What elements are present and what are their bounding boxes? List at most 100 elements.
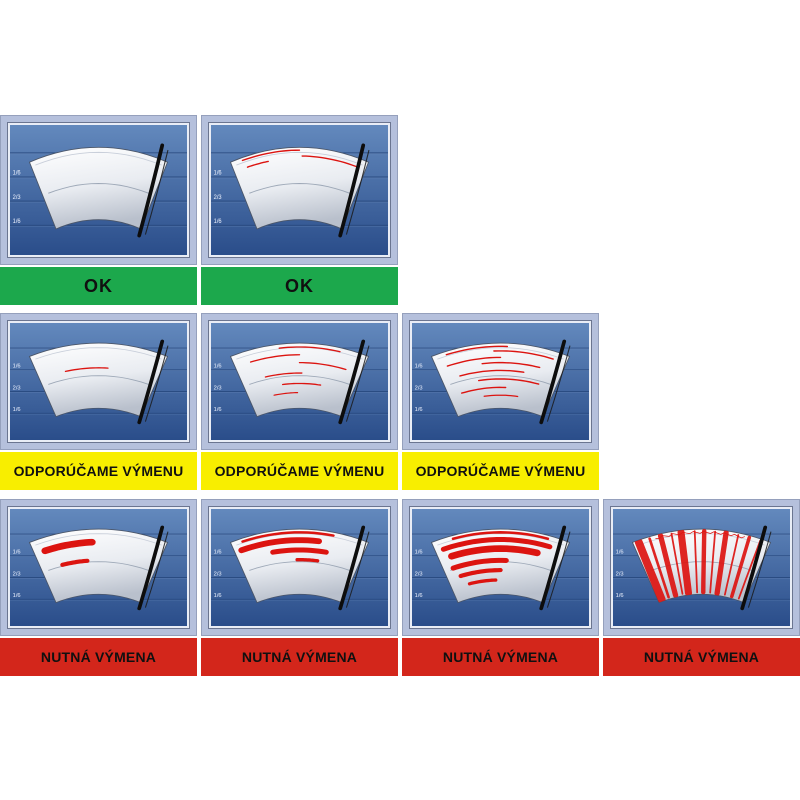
wiper-blade (740, 525, 768, 611)
level-label: 1/6 (13, 171, 22, 177)
wiper-blade-edge (144, 531, 169, 608)
level-label: 2/3 (214, 572, 222, 578)
wear-streak (450, 557, 509, 571)
wear-vertical-streak (648, 537, 670, 599)
wiper-blade-edge (144, 345, 169, 422)
level-label: 2/3 (214, 195, 223, 201)
level-label: 1/6 (415, 593, 423, 599)
wear-streak (458, 568, 503, 579)
status-banner-label: NUTNÁ VÝMENA (442, 649, 559, 665)
wiper-blade (539, 339, 567, 425)
sweep-top-edge-line (35, 533, 162, 546)
level-label: 1/6 (214, 219, 223, 225)
wiper-blade (338, 525, 366, 611)
wear-vertical-streak (670, 532, 684, 595)
wiper-blade-edge (144, 149, 169, 235)
wear-streak (273, 392, 299, 396)
status-banner-label: ODPORÚČAME VÝMENU (415, 463, 586, 479)
status-banner-label: ODPORÚČAME VÝMENU (214, 463, 385, 479)
wiper-sweep-graphic: 1/62/31/6 (412, 323, 589, 440)
sweep-top-edge-line (236, 533, 363, 546)
level-label: 1/6 (13, 550, 21, 556)
status-banner-label: NUTNÁ VÝMENA (643, 649, 760, 665)
wear-streak (446, 356, 502, 367)
wear-streaks (241, 149, 357, 168)
wear-vertical-streak (729, 535, 752, 599)
status-banner-label: ODPORÚČAME VÝMENU (13, 463, 184, 479)
level-label: 1/6 (616, 550, 624, 556)
status-banner: OK (201, 267, 398, 305)
wiper-blade (338, 339, 366, 425)
wear-streak (483, 394, 519, 398)
wiper-blade-edge (345, 531, 370, 608)
wear-vertical-streak (657, 533, 679, 598)
wiper-blade (539, 525, 567, 611)
wiper-sweep-graphic: 1/62/31/6 (211, 125, 388, 255)
wear-streak (460, 386, 507, 394)
wear-vertical-streak (723, 534, 740, 596)
sweep-mid-line (249, 561, 350, 571)
wiper-test-screen: 1/6 2/3 1/6 (410, 507, 591, 628)
wear-streak (451, 531, 550, 541)
wiper-sweep-graphic: 1/62/31/6 (613, 509, 790, 626)
wiper-sweep-graphic: 1/62/31/6 (211, 323, 388, 440)
level-label: 1/6 (13, 593, 21, 599)
wear-streak (477, 378, 540, 385)
wiper-sweep (229, 528, 370, 604)
wear-streaks (238, 531, 335, 563)
level-label: 1/6 (415, 364, 423, 370)
wear-streak (278, 346, 341, 353)
wear-streak (64, 367, 109, 373)
wear-streaks (440, 531, 553, 586)
wiper-sweep-graphic: 1/62/31/6 (10, 509, 187, 626)
wiper-blade (137, 339, 165, 425)
wiper-blade-edge (345, 149, 370, 235)
status-banner: NUTNÁ VÝMENA (0, 638, 197, 676)
status-banner: NUTNÁ VÝMENA (603, 638, 800, 676)
wear-vertical-streak (701, 529, 707, 595)
wiper-sweep (28, 146, 169, 230)
status-banner-label: NUTNÁ VÝMENA (40, 649, 157, 665)
level-label: 2/3 (415, 386, 423, 392)
wear-streaks (249, 346, 347, 396)
level-label: 2/3 (415, 572, 423, 578)
sweep-top-edge-line (236, 151, 363, 166)
wear-streaks (64, 367, 109, 373)
wear-vertical-streak (737, 539, 762, 600)
wear-streak (264, 372, 303, 378)
wear-streak (448, 545, 541, 560)
sweep-top-edge-line (437, 347, 564, 360)
wear-streak (467, 578, 498, 586)
wiper-blade-edge (747, 531, 772, 608)
level-label: 1/6 (415, 550, 423, 556)
status-banner: ODPORÚČAME VÝMENU (402, 452, 599, 490)
wear-streak (281, 382, 322, 386)
sweep-top-edge-line (35, 151, 162, 166)
wiper-sweep-graphic: 1/62/31/6 (10, 323, 187, 440)
wear-streaks (634, 529, 762, 603)
wear-streaks (445, 345, 554, 398)
wear-streak (298, 361, 347, 371)
wear-streak (41, 538, 96, 555)
wiper-sweep (229, 146, 370, 230)
level-label: 2/3 (13, 386, 21, 392)
wear-streak (60, 558, 90, 567)
wear-streak (301, 155, 357, 168)
sweep-mid-line (450, 375, 551, 385)
wear-vertical-streak (677, 529, 693, 597)
level-label: 2/3 (13, 195, 22, 201)
wiper-sweep (28, 342, 169, 418)
wiper-blade (338, 143, 366, 238)
sweep-top-edge-line (437, 533, 564, 546)
level-label: 1/6 (214, 593, 222, 599)
wear-streak (241, 149, 301, 162)
